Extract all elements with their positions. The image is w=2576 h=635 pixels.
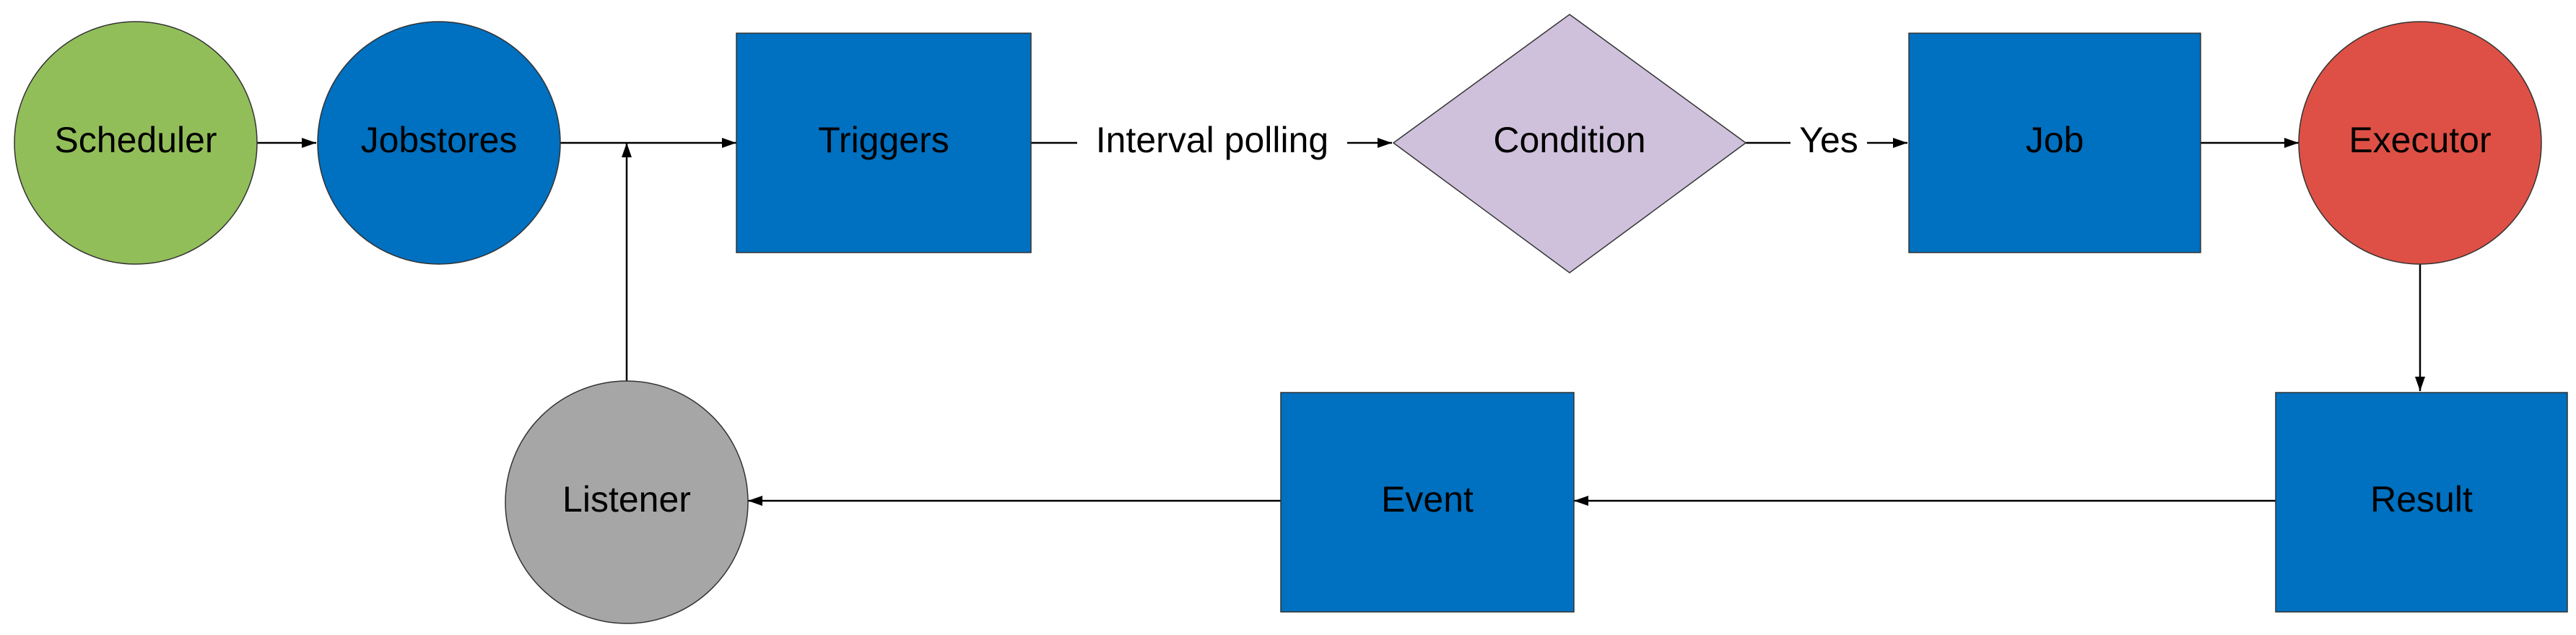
result-shape <box>2275 392 2568 613</box>
node-job: Job <box>1908 32 2201 253</box>
event-label: Event <box>1381 479 1474 520</box>
node-scheduler: Scheduler <box>14 21 258 265</box>
node-executor: Executor <box>2298 21 2542 265</box>
executor-shape <box>2298 21 2542 265</box>
scheduler-label: Scheduler <box>54 120 217 160</box>
node-result: Result <box>2275 392 2568 613</box>
jobstores-shape <box>317 21 561 265</box>
listener-shape <box>505 380 749 624</box>
connectors <box>257 138 2425 506</box>
event-shape <box>1280 392 1575 613</box>
node-condition: Condition <box>1392 14 1747 273</box>
node-event: Event <box>1280 392 1575 613</box>
node-jobstores: Jobstores <box>317 21 561 265</box>
executor-label: Executor <box>2349 120 2491 160</box>
job-label: Job <box>2026 120 2084 160</box>
node-triggers: Triggers <box>736 32 1032 253</box>
condition-label: Condition <box>1493 120 1645 160</box>
result-label: Result <box>2370 479 2473 520</box>
scheduler-shape <box>14 21 258 265</box>
condition-shape <box>1392 14 1747 273</box>
edge-label-interval-polling: Interval polling <box>1096 120 1328 160</box>
edge-label-yes: Yes <box>1799 120 1858 160</box>
jobstores-label: Jobstores <box>361 120 518 160</box>
job-shape <box>1908 32 2201 253</box>
triggers-shape <box>736 32 1032 253</box>
listener-label: Listener <box>562 479 691 520</box>
node-listener: Listener <box>505 380 749 624</box>
triggers-label: Triggers <box>818 120 949 160</box>
